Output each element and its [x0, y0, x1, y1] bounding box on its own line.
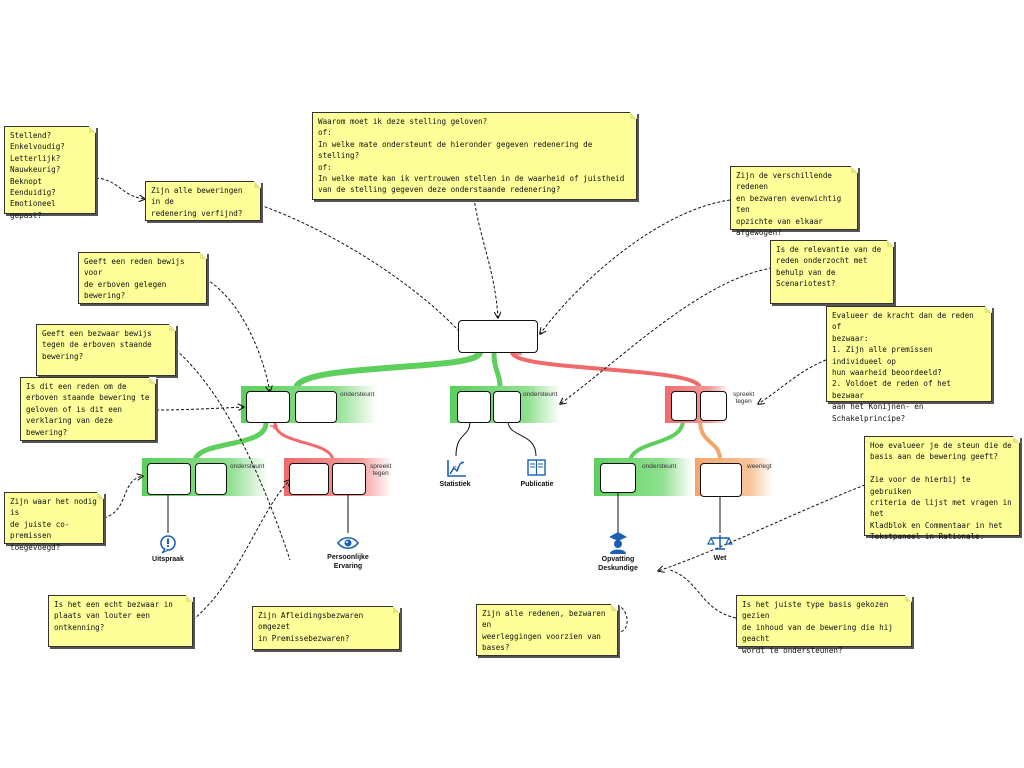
note-reason-evidence[interactable]: Geeft een reden bewijs voor de erboven g…: [78, 252, 207, 304]
note-real-objection[interactable]: Is het een echt bezwaar in plaats van lo…: [48, 595, 193, 647]
rebuttal-box[interactable]: [700, 463, 742, 497]
note-objection-evidence[interactable]: Geeft een bezwaar bewijs tegen de erbove…: [36, 324, 176, 376]
group-label-supports: ondersteunt: [642, 463, 677, 470]
base-caption-publicatie: Publicatie: [520, 481, 554, 488]
note-refined[interactable]: Zijn alle beweringen in de redenering ve…: [145, 181, 261, 221]
base-caption-ervaring: Persoonlijke Ervaring: [327, 554, 369, 570]
group-label-rebuttal: weerlegt: [747, 463, 772, 470]
book-icon: [527, 459, 546, 476]
note-balanced[interactable]: Zijn de verschillende redenen en bezware…: [730, 166, 858, 237]
group-label-objects: spreekt tegen: [733, 391, 755, 405]
note-checklist[interactable]: Stellend? Enkelvoudig? Letterlijk? Nauwk…: [4, 126, 96, 220]
note-right-basis[interactable]: Is het juiste type basis gekozen gezien …: [736, 595, 912, 655]
note-connectors: [95, 177, 866, 633]
eye-icon: [337, 536, 359, 550]
reason-box[interactable]: [600, 463, 636, 493]
statistics-chart-icon: [447, 460, 466, 477]
root-connectors: [293, 349, 702, 391]
reason-box[interactable]: [295, 391, 337, 423]
base-caption-wet: Wet: [713, 555, 727, 562]
note-inference-objections[interactable]: Zijn Afleidingsbezwaren omgezet in Premi…: [252, 606, 400, 650]
objection-box[interactable]: [671, 391, 697, 421]
base-connectors: [167, 420, 721, 533]
objection-marker: [270, 425, 278, 429]
exclamation-speech-icon: [160, 535, 176, 554]
group-label-supports: ondersteunt: [230, 463, 265, 470]
note-co-premise[interactable]: Zijn waar het nodig is de juiste co-prem…: [4, 492, 104, 552]
note-evaluate-strength[interactable]: Evalueer de kracht dan de reden of bezwa…: [826, 306, 992, 423]
reason-box[interactable]: [457, 391, 491, 423]
note-root-question[interactable]: Waarom moet ik deze stelling geloven? of…: [312, 112, 637, 200]
reason-box[interactable]: [493, 391, 521, 423]
base-caption-deskundige: Opvatting Deskundige: [598, 556, 638, 572]
level2-connectors: [192, 419, 722, 462]
main-claim-box[interactable]: [458, 320, 538, 353]
group-label-objects: spreekt tegen: [370, 463, 392, 477]
group-label-supports: ondersteunt: [340, 391, 375, 398]
expert-graduate-icon: [609, 532, 627, 554]
objection-box[interactable]: [289, 463, 329, 495]
base-caption-uitspraak: Uitspraak: [152, 556, 184, 563]
objection-box[interactable]: [332, 463, 366, 495]
objection-box[interactable]: [700, 391, 727, 421]
note-all-bases[interactable]: Zijn alle redenen, bezwaren en weerleggi…: [476, 604, 618, 656]
note-evaluate-support[interactable]: Hoe evalueer je de steun die de basis aa…: [864, 436, 1020, 541]
group-label-supports: ondersteunt: [523, 391, 558, 398]
note-relevance[interactable]: Is de relevantie van de reden onderzocht…: [770, 240, 894, 304]
reason-box[interactable]: [147, 463, 191, 495]
reason-box[interactable]: [246, 391, 290, 423]
note-reason-or-explanation[interactable]: Is dit een reden om de erboven staande b…: [20, 377, 156, 441]
reason-box[interactable]: [195, 463, 227, 495]
scales-icon: [707, 535, 733, 550]
base-caption-statistiek: Statistiek: [439, 481, 471, 488]
